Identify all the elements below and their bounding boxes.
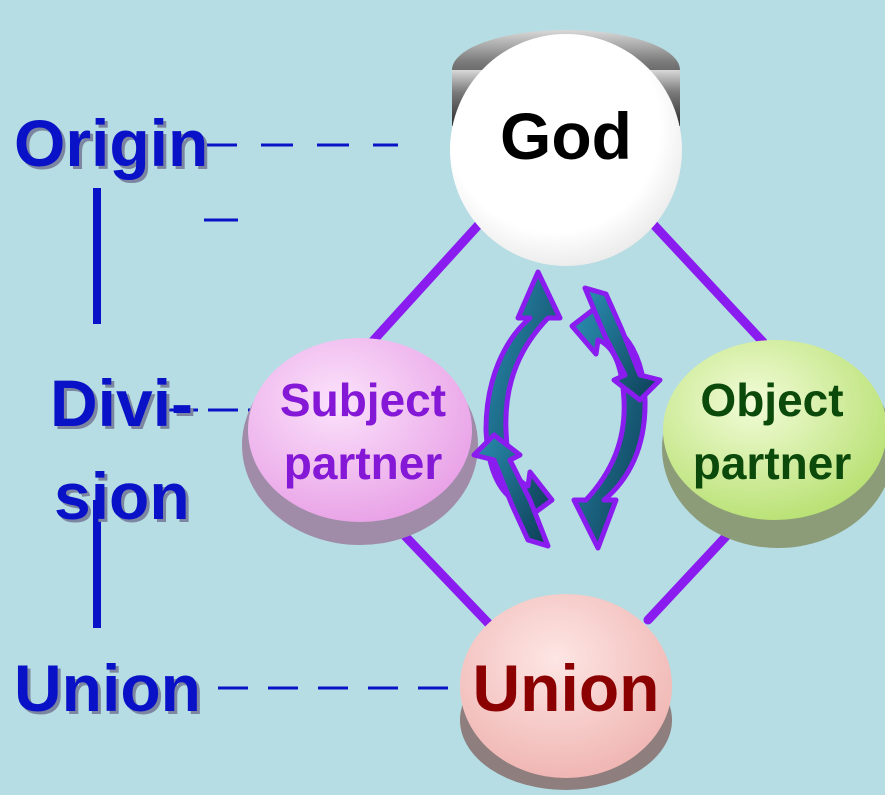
origin-label: Origin: [14, 106, 209, 180]
bar-division-union: [93, 500, 101, 628]
division-label-line1: Divi-: [50, 366, 194, 440]
line-god-object: [635, 205, 768, 347]
subject-label-line1: Subject: [279, 374, 447, 426]
vertical-bars: [93, 188, 101, 628]
god-label: God: [500, 99, 632, 173]
division-label-line2: sion: [54, 459, 190, 533]
subject-node: [242, 338, 478, 545]
line-god-subject: [367, 205, 497, 347]
union-node: [460, 594, 672, 790]
circular-arrows-icon: [471, 269, 663, 551]
object-label-line1: Object: [700, 374, 844, 426]
object-node: [662, 340, 885, 548]
subject-label-line2: partner: [283, 437, 443, 489]
god-node: [450, 30, 682, 266]
bar-origin-division: [93, 188, 101, 324]
object-label-line2: partner: [692, 437, 852, 489]
union-left-label: Union: [14, 651, 201, 725]
union-node-label: Union: [472, 651, 660, 725]
dashed-connectors: [168, 143, 458, 690]
